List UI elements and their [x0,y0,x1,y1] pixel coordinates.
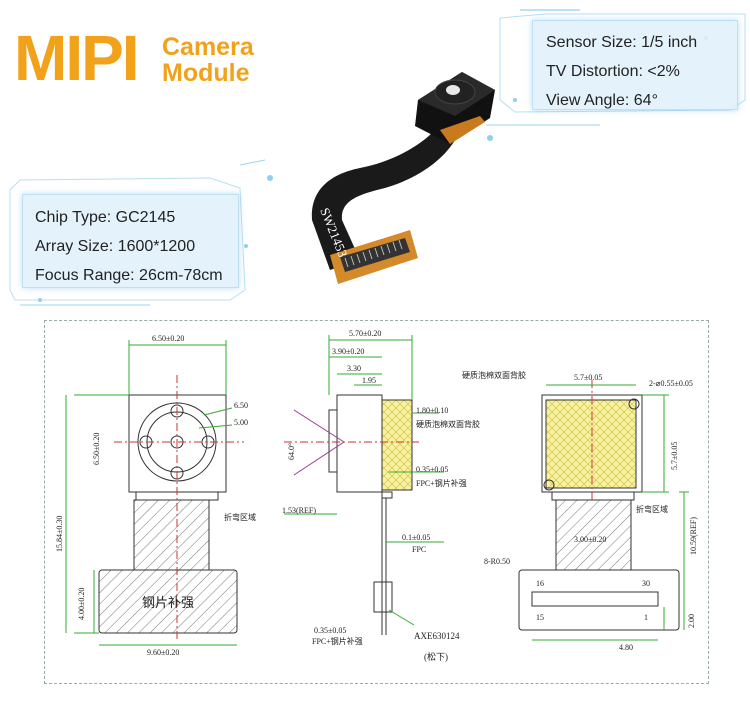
flex-cable [311,118,460,270]
back-foam-width: 5.7±0.05 [574,373,602,382]
side-width-b: 1.95 [362,376,376,385]
spec-focus-range: Focus Range: 26cm-78cm [35,267,223,284]
spec-array-size: Array Size: 1600*1200 [35,238,196,255]
back-pin-1: 1 [644,613,648,622]
side-width-a: 3.30 [347,364,361,373]
back-foam-height: 5.7±0.05 [670,442,679,470]
camera-module-photo: SW21453 [311,72,495,284]
spec-tv-distortion: TV Distortion: <2% [546,63,680,80]
connector-board [330,230,418,284]
spec-sensor-size: Sensor Size: 1/5 inch [546,34,698,51]
back-conn-height: 2.00 [687,614,696,628]
camera-body [415,72,495,144]
front-stiffener-height: 4.00±0.20 [77,588,86,620]
front-top-width: 6.50±0.20 [152,334,184,343]
spec-list-right: Sensor Size: 1/5 inch TV Distortion: <2%… [546,28,697,115]
technical-drawing-frame [44,320,709,684]
side-width-total: 5.70±0.20 [349,329,381,338]
side-angle: 64.0° [287,443,296,460]
side-ref: 1.53(REF) [282,506,316,515]
spec-list-left: Chip Type: GC2145 Array Size: 1600*1200 … [35,203,223,290]
side-fpc-label: FPC [412,545,426,554]
technical-drawing: 6.50±0.20 15.84±0.30 6.50±0.20 6.50 5.00… [55,329,698,662]
back-foam-label: 硬质泡棉双面背胶 [462,370,526,380]
side-foam-label: 硬质泡棉双面背胶 [416,419,480,429]
front-lens-height: 6.50±0.20 [92,433,101,465]
back-pin-15: 15 [536,613,544,622]
side-bottom-stiff: 0.35±0.05 [314,626,346,635]
spec-view-angle: View Angle: 64° [546,92,658,109]
front-bend-area: 折弯区域 [224,512,256,522]
title-line-module: Module [162,59,250,87]
spec-chip-type: Chip Type: GC2145 [35,209,176,226]
back-pin-30: 30 [642,579,650,588]
front-stiffener-label: 钢片补强 [142,595,194,610]
back-bend-area: 折弯区域 [636,504,668,514]
front-stiffener-width: 9.60±0.20 [147,648,179,657]
front-inner-dia: 5.00 [234,418,248,427]
side-width-lens: 3.90±0.20 [332,347,364,356]
side-connector: AXE630124 [414,631,460,641]
front-total-height: 15.84±0.30 [55,516,64,552]
title-line-camera: Camera [162,33,254,61]
back-view [518,380,689,641]
back-corner-radius: 8-R0.50 [484,557,510,566]
side-bottom-stiff-label: FPC+钢片补强 [312,636,363,646]
spec-box-left: Chip Type: GC2145 Array Size: 1600*1200 … [22,194,239,288]
title-mipi: MIPI [14,22,140,94]
back-conn-width: 4.80 [619,643,633,652]
decorative-frames [9,9,746,306]
side-connector-note: (松下) [424,651,448,662]
back-holes: 2-⌀0.55±0.05 [649,379,693,388]
title-subtitle: Camera Module [162,34,254,86]
spec-box-right: Sensor Size: 1/5 inch TV Distortion: <2%… [532,20,738,110]
side-view [284,335,444,635]
back-length-ref: 10.59(REF) [689,517,698,555]
back-pin-16: 16 [536,579,544,588]
front-outer-dia: 6.50 [234,401,248,410]
side-fpc-stiff-label: FPC+钢片补强 [416,478,467,488]
side-fpc-thick: 0.1±0.05 [402,533,430,542]
front-view [65,340,244,646]
side-fpc-stiff: 0.35±0.05 [416,465,448,474]
back-neck-width: 3.00±0.20 [574,535,606,544]
side-foam-thick: 1.80±0.10 [416,406,448,415]
